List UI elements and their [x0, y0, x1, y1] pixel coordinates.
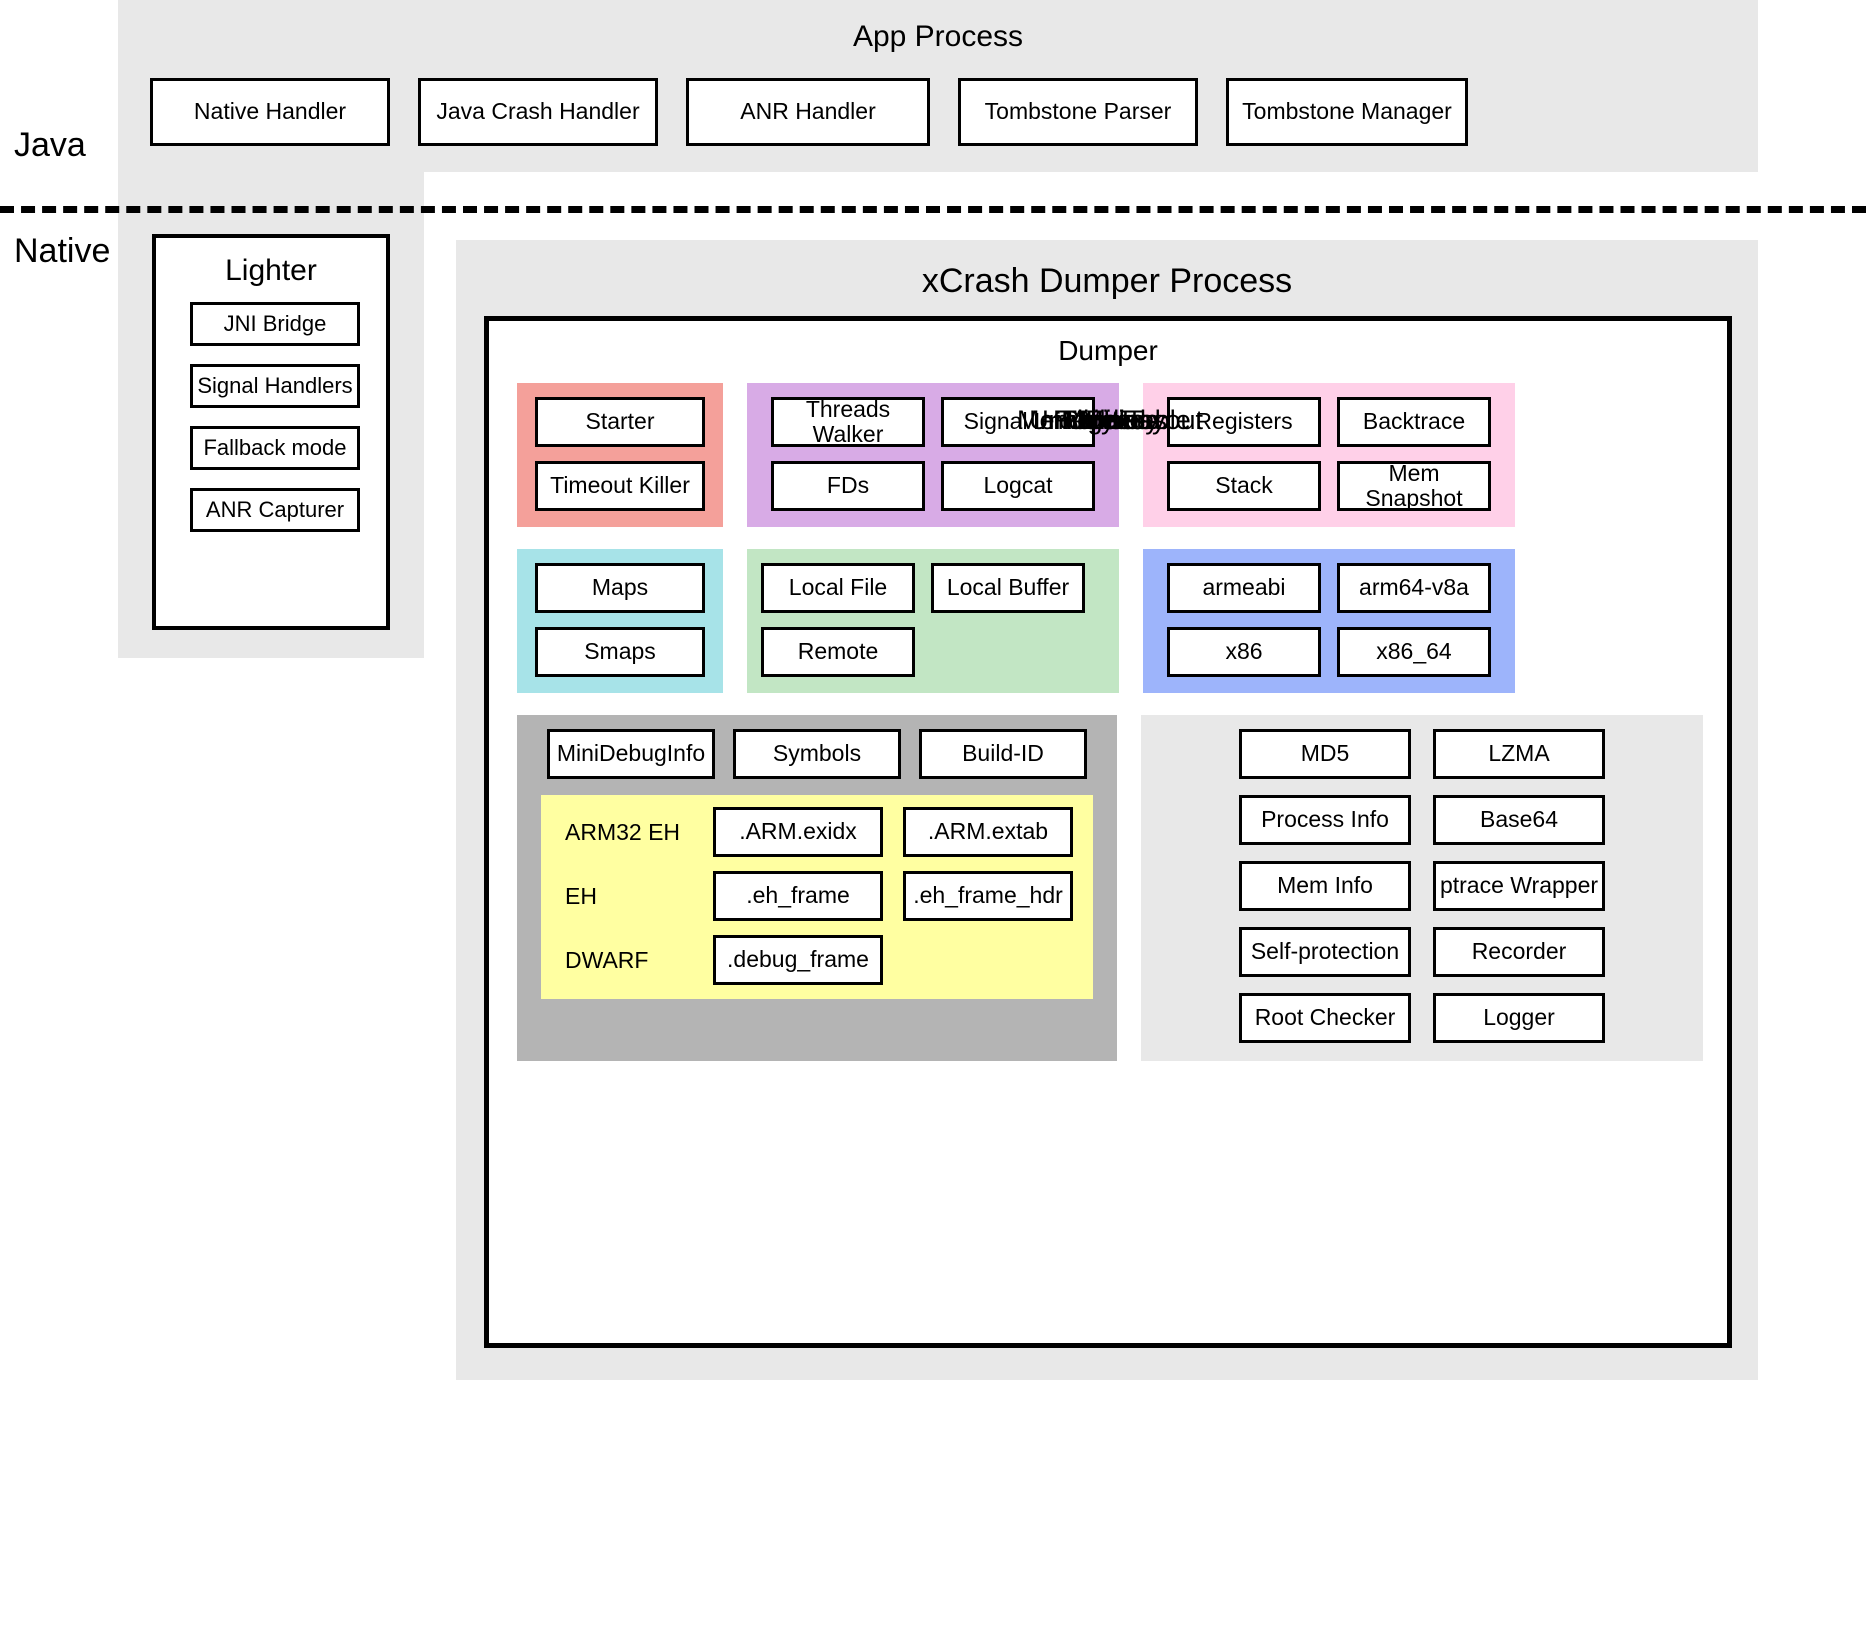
box-starter[interactable]: Starter: [535, 397, 705, 447]
box-maps[interactable]: Maps: [535, 563, 705, 613]
box-base64[interactable]: Base64: [1433, 795, 1605, 845]
dumper-row-3: ELF MiniDebugInfo Symbols Build-ID Unwin…: [517, 407, 1703, 1061]
group-main: Main Starter Timeout Killer: [517, 383, 1139, 527]
xcrash-dumper-process-title: xCrash Dumper Process: [921, 262, 1293, 300]
group-main-items: Starter Timeout Killer: [517, 397, 723, 527]
box-self-protection[interactable]: Self-protection: [1239, 927, 1411, 977]
box-armeabi[interactable]: armeabi: [1167, 563, 1321, 613]
box-fallback-mode[interactable]: Fallback mode: [190, 426, 360, 470]
group-memory-title: Memory: [1061, 405, 1159, 435]
java-native-divider: [0, 206, 1866, 213]
group-process-title: Process: [1061, 405, 1159, 435]
box-local-file[interactable]: Local File: [761, 563, 915, 613]
group-process: Process Threads Walker Signal Info FDs L…: [747, 383, 1159, 527]
app-process-panel: App Process Native Handler Java Crash Ha…: [118, 0, 1758, 172]
group-utilities-title: Utilities: [1066, 405, 1154, 435]
group-memory-layout-title: Memory Layout: [1016, 405, 1204, 435]
box-tombstone-manager[interactable]: Tombstone Manager: [1226, 78, 1468, 146]
unwind-row-arm32-eh: ARM32 EH .ARM.exidx .ARM.extab: [541, 807, 1093, 871]
box-signal-handlers[interactable]: Signal Handlers: [190, 364, 360, 408]
unwind-label-dwarf: DWARF: [565, 946, 649, 973]
box-x86[interactable]: x86: [1167, 627, 1321, 677]
dumper-title: Dumper: [1058, 335, 1158, 366]
group-elf-items: MiniDebugInfo Symbols Build-ID: [517, 729, 1117, 795]
lighter-items: JNI Bridge Signal Handlers Fallback mode…: [190, 302, 360, 532]
group-registers-items: armeabi arm64-v8a x86 x86_64: [1143, 563, 1515, 693]
box-build-id[interactable]: Build-ID: [919, 729, 1087, 779]
box-root-checker[interactable]: Root Checker: [1239, 993, 1411, 1043]
group-main-title: Main: [1080, 405, 1140, 435]
box-x86-64[interactable]: x86_64: [1337, 627, 1491, 677]
box-arm-extab[interactable]: .ARM.extab: [903, 807, 1073, 857]
group-unwind-table-title: Unwind Table: [1029, 405, 1191, 435]
box-remote[interactable]: Remote: [761, 627, 915, 677]
group-memory-layout-items: Maps Smaps: [517, 563, 723, 693]
box-smaps[interactable]: Smaps: [535, 627, 705, 677]
group-registers: Registers armeabi arm64-v8a x86 x86_64: [1053, 407, 1515, 693]
box-mem-snapshot[interactable]: Mem Snapshot: [1337, 460, 1491, 511]
dumper-panel: Dumper Main Starter Timeout Killer Proce…: [484, 316, 1732, 1348]
unwind-label-eh: EH: [565, 882, 597, 909]
box-ptrace-wrapper[interactable]: ptrace Wrapper: [1433, 861, 1605, 911]
box-stack[interactable]: Stack: [1167, 461, 1321, 511]
box-logcat[interactable]: Logcat: [941, 461, 1095, 511]
group-elf-title: ELF: [1085, 405, 1135, 435]
box-anr-capturer[interactable]: ANR Capturer: [190, 488, 360, 532]
box-threads-walker[interactable]: Threads Walker: [771, 396, 925, 447]
group-threads-title: Threads: [1060, 405, 1160, 435]
box-recorder[interactable]: Recorder: [1433, 927, 1605, 977]
box-eh-frame[interactable]: .eh_frame: [713, 871, 883, 921]
group-threads: Threads Registers Backtrace Stack Mem Sn…: [1060, 383, 1515, 527]
box-logger[interactable]: Logger: [1433, 993, 1605, 1043]
group-memory: Memory Local File Local Buffer Remote: [747, 407, 1159, 693]
label-native: Native: [14, 232, 111, 270]
dumper-row-2: Memory Layout Maps Smaps Memory Local Fi…: [517, 407, 1703, 693]
box-timeout-killer[interactable]: Timeout Killer: [535, 461, 705, 511]
group-process-items: Threads Walker Signal Info FDs Logcat: [747, 396, 1119, 527]
unwind-label-arm32-eh: ARM32 EH: [565, 818, 681, 845]
box-md5[interactable]: MD5: [1239, 729, 1411, 779]
box-fds[interactable]: FDs: [771, 461, 925, 511]
box-arm-exidx[interactable]: .ARM.exidx: [713, 807, 883, 857]
group-memory-items: Local File Local Buffer Remote: [747, 563, 1119, 693]
box-anr-handler[interactable]: ANR Handler: [686, 78, 930, 146]
group-registers-title: Registers: [1052, 405, 1168, 435]
box-mem-info[interactable]: Mem Info: [1239, 861, 1411, 911]
dumper-grid: Main Starter Timeout Killer Process Thre…: [517, 383, 1703, 1061]
group-elf: ELF MiniDebugInfo Symbols Build-ID Unwin…: [517, 407, 1191, 1061]
box-minidebuginfo[interactable]: MiniDebugInfo: [547, 729, 715, 779]
box-signal-info[interactable]: Signal Info: [941, 397, 1095, 447]
box-process-info[interactable]: Process Info: [1239, 795, 1411, 845]
box-arm64-v8a[interactable]: arm64-v8a: [1337, 563, 1491, 613]
box-local-buffer[interactable]: Local Buffer: [931, 563, 1085, 613]
lighter-title: Lighter: [225, 254, 317, 287]
box-lzma[interactable]: LZMA: [1433, 729, 1605, 779]
box-eh-frame-hdr[interactable]: .eh_frame_hdr: [903, 871, 1073, 921]
unwind-row-eh: EH .eh_frame .eh_frame_hdr: [541, 871, 1093, 935]
group-memory-layout: Memory Layout Maps Smaps: [517, 407, 1203, 693]
box-native-handler[interactable]: Native Handler: [150, 78, 390, 146]
group-unwind-table: Unwind Table ARM32 EH .ARM.exidx .ARM.ex…: [541, 407, 1191, 999]
box-java-crash-handler[interactable]: Java Crash Handler: [418, 78, 658, 146]
label-java: Java: [14, 126, 86, 164]
box-symbols[interactable]: Symbols: [733, 729, 901, 779]
box-jni-bridge[interactable]: JNI Bridge: [190, 302, 360, 346]
group-threads-items: Registers Backtrace Stack Mem Snapshot: [1143, 397, 1515, 527]
app-process-items: Native Handler Java Crash Handler ANR Ha…: [150, 78, 1468, 146]
box-registers[interactable]: Registers: [1167, 397, 1321, 447]
xcrash-dumper-process-panel: xCrash Dumper Process Dumper Main Starte…: [456, 240, 1758, 1380]
box-tombstone-parser[interactable]: Tombstone Parser: [958, 78, 1198, 146]
app-process-title: App Process: [852, 20, 1024, 53]
group-utilities-items: MD5 LZMA Process Info Base64 Mem Info pt…: [1141, 729, 1703, 1061]
group-utilities: Utilities MD5 LZMA Process Info Base64 M…: [1066, 407, 1703, 1061]
unwind-row-dwarf: DWARF .debug_frame: [541, 935, 1093, 999]
box-debug-frame[interactable]: .debug_frame: [713, 935, 883, 985]
dumper-row-1: Main Starter Timeout Killer Process Thre…: [517, 383, 1703, 527]
box-backtrace[interactable]: Backtrace: [1337, 397, 1491, 447]
lighter-panel: Lighter JNI Bridge Signal Handlers Fallb…: [152, 234, 390, 630]
